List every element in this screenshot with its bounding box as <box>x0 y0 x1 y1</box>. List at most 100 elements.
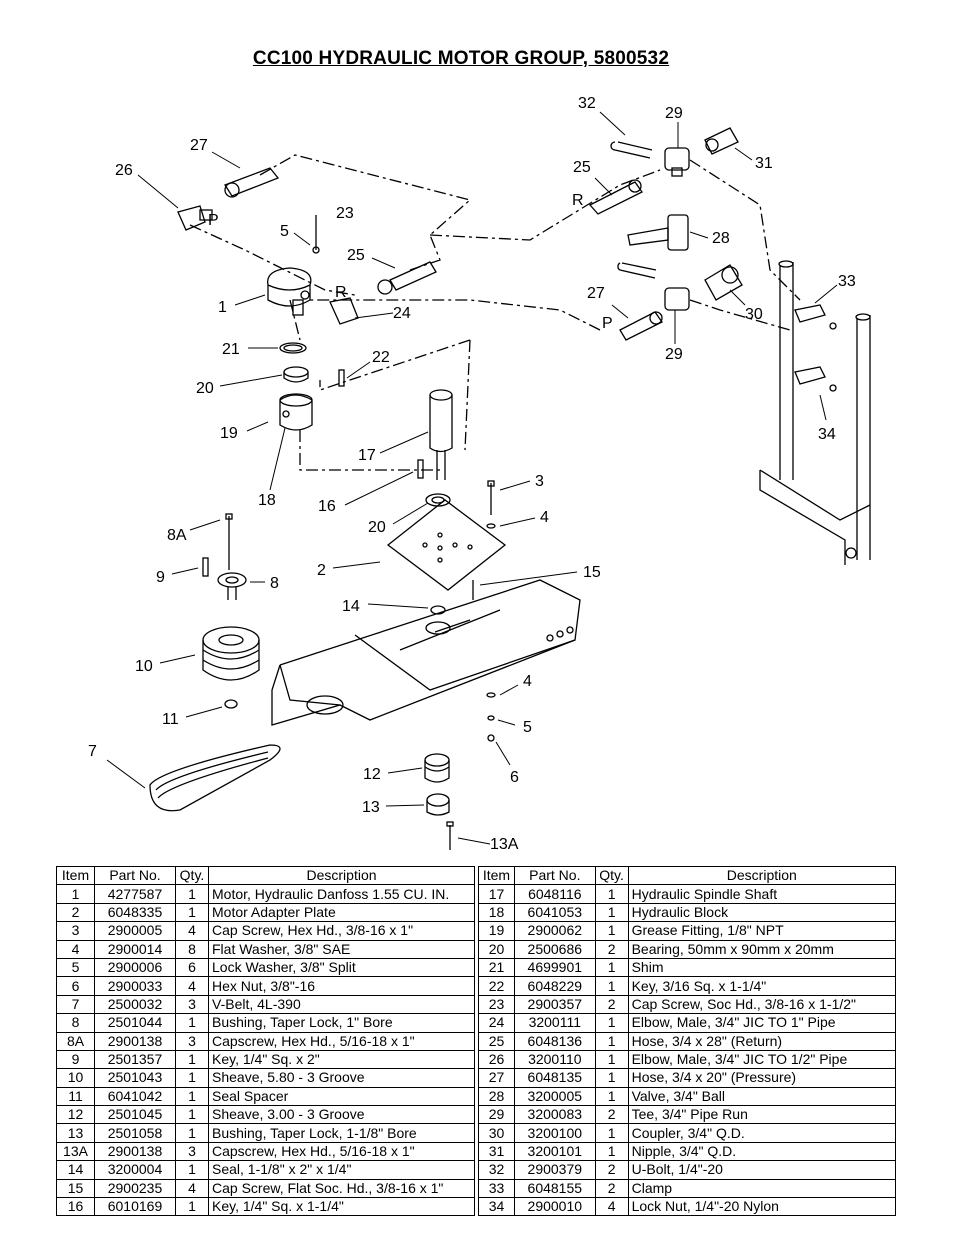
qty-cell: 1 <box>594 976 629 996</box>
nut-6-lower <box>487 734 495 742</box>
qty-cell: 1 <box>175 1105 209 1125</box>
callout-6: 6 <box>510 769 519 786</box>
col-item-header: Item <box>478 865 515 886</box>
exploded-parts-diagram: 32 29 31 25 R 28 27 26 P 23 5 25 1 R 24 … <box>88 95 871 853</box>
description-cell: Flat Washer, 3/8" SAE <box>208 939 475 959</box>
qty-cell: 8 <box>175 939 209 959</box>
base-frame <box>271 579 581 726</box>
description-cell: Seal Spacer <box>208 1086 475 1107</box>
ubolt-32-lower <box>617 262 657 279</box>
nipple-31 <box>704 127 739 155</box>
item-cell: 24 <box>478 1013 515 1033</box>
description-cell: V-Belt, 4L-390 <box>208 994 475 1015</box>
callout-30: 30 <box>745 306 763 323</box>
partno-cell: 2900033 <box>94 976 176 996</box>
col-partno-header: Part No. <box>94 865 176 886</box>
item-cell: 18 <box>478 902 515 923</box>
item-cell: 23 <box>478 994 515 1015</box>
vbelt-7 <box>149 744 281 812</box>
partno-cell: 3200005 <box>513 1086 596 1107</box>
callout-31: 31 <box>755 155 773 172</box>
partno-cell: 2900010 <box>513 1197 596 1217</box>
qty-cell: 6 <box>175 957 209 978</box>
callout-22: 22 <box>372 349 390 366</box>
description-cell: Motor Adapter Plate <box>208 902 475 923</box>
qty-cell: 3 <box>175 994 209 1015</box>
ubolt-32 <box>610 141 653 159</box>
qty-cell: 2 <box>594 1160 629 1180</box>
description-cell: Cap Screw, Soc Hd., 3/8-16 x 1-1/2" <box>627 994 897 1015</box>
page-title: CC100 HYDRAULIC MOTOR GROUP, 5800532 <box>252 48 670 69</box>
callout-24: 24 <box>393 305 411 322</box>
partno-cell: 6048116 <box>513 884 596 904</box>
item-cell: 31 <box>478 1141 515 1162</box>
description-cell: Hose, 3/4 x 20" (Pressure) <box>627 1068 897 1088</box>
description-cell: Lock Washer, 3/8" Split <box>208 957 475 978</box>
partno-cell: 3200110 <box>513 1049 596 1070</box>
callout-20-lower: 20 <box>368 519 386 536</box>
partno-cell: 2900138 <box>94 1141 176 1162</box>
qty-cell: 2 <box>594 939 629 959</box>
qty-cell: 4 <box>594 1197 629 1217</box>
qty-cell: 1 <box>594 1123 629 1143</box>
item-cell: 6 <box>56 976 95 996</box>
partno-cell: 6048229 <box>513 976 596 996</box>
qty-cell: 1 <box>594 902 629 923</box>
clamps-33 <box>794 304 837 392</box>
partno-cell: 3200004 <box>94 1160 176 1180</box>
description-cell: Seal, 1-1/8" x 2" x 1/4" <box>208 1160 475 1180</box>
callout-8: 8 <box>270 575 279 592</box>
hydraulic-block-18 <box>279 393 313 431</box>
partno-cell: 2501058 <box>94 1123 176 1143</box>
washer-4-upper <box>486 523 496 529</box>
qty-cell: 1 <box>175 1086 209 1107</box>
item-cell: 8 <box>56 1013 95 1033</box>
qty-cell: 1 <box>175 1013 209 1033</box>
callout-5-lower: 5 <box>523 719 532 736</box>
qty-cell: 1 <box>175 884 209 904</box>
description-cell: Hydraulic Spindle Shaft <box>627 884 897 904</box>
item-cell: 26 <box>478 1049 515 1070</box>
partno-cell: 2501045 <box>94 1105 176 1125</box>
item-cell: 22 <box>478 976 515 996</box>
description-cell: Sheave, 5.80 - 3 Groove <box>208 1068 475 1088</box>
callout-5-upper: 5 <box>280 223 289 240</box>
description-cell: U-Bolt, 1/4"-20 <box>627 1160 897 1180</box>
lockwasher-5-lower <box>487 715 495 721</box>
partno-cell: 3200101 <box>513 1141 596 1162</box>
col-description-header: Description <box>208 865 475 886</box>
qty-cell: 1 <box>594 884 629 904</box>
sheave-10 <box>202 626 260 681</box>
callout-7: 7 <box>88 743 97 760</box>
callout-25-right: 25 <box>573 159 591 176</box>
qty-cell: 1 <box>594 1049 629 1070</box>
item-cell: 1 <box>56 884 95 904</box>
partno-cell: 2900014 <box>94 939 176 959</box>
capscrew-3 <box>487 480 495 515</box>
elbow-24 <box>329 297 359 325</box>
qty-cell: 2 <box>594 1105 629 1125</box>
partno-cell: 2501357 <box>94 1049 176 1070</box>
description-cell: Bushing, Taper Lock, 1" Bore <box>208 1013 475 1033</box>
callout-18: 18 <box>258 492 276 509</box>
callout-4-upper: 4 <box>540 509 549 526</box>
callout-19: 19 <box>220 425 238 442</box>
capscrew-8a <box>225 513 233 570</box>
item-cell: 13 <box>56 1123 95 1143</box>
callout-32: 32 <box>578 95 596 112</box>
